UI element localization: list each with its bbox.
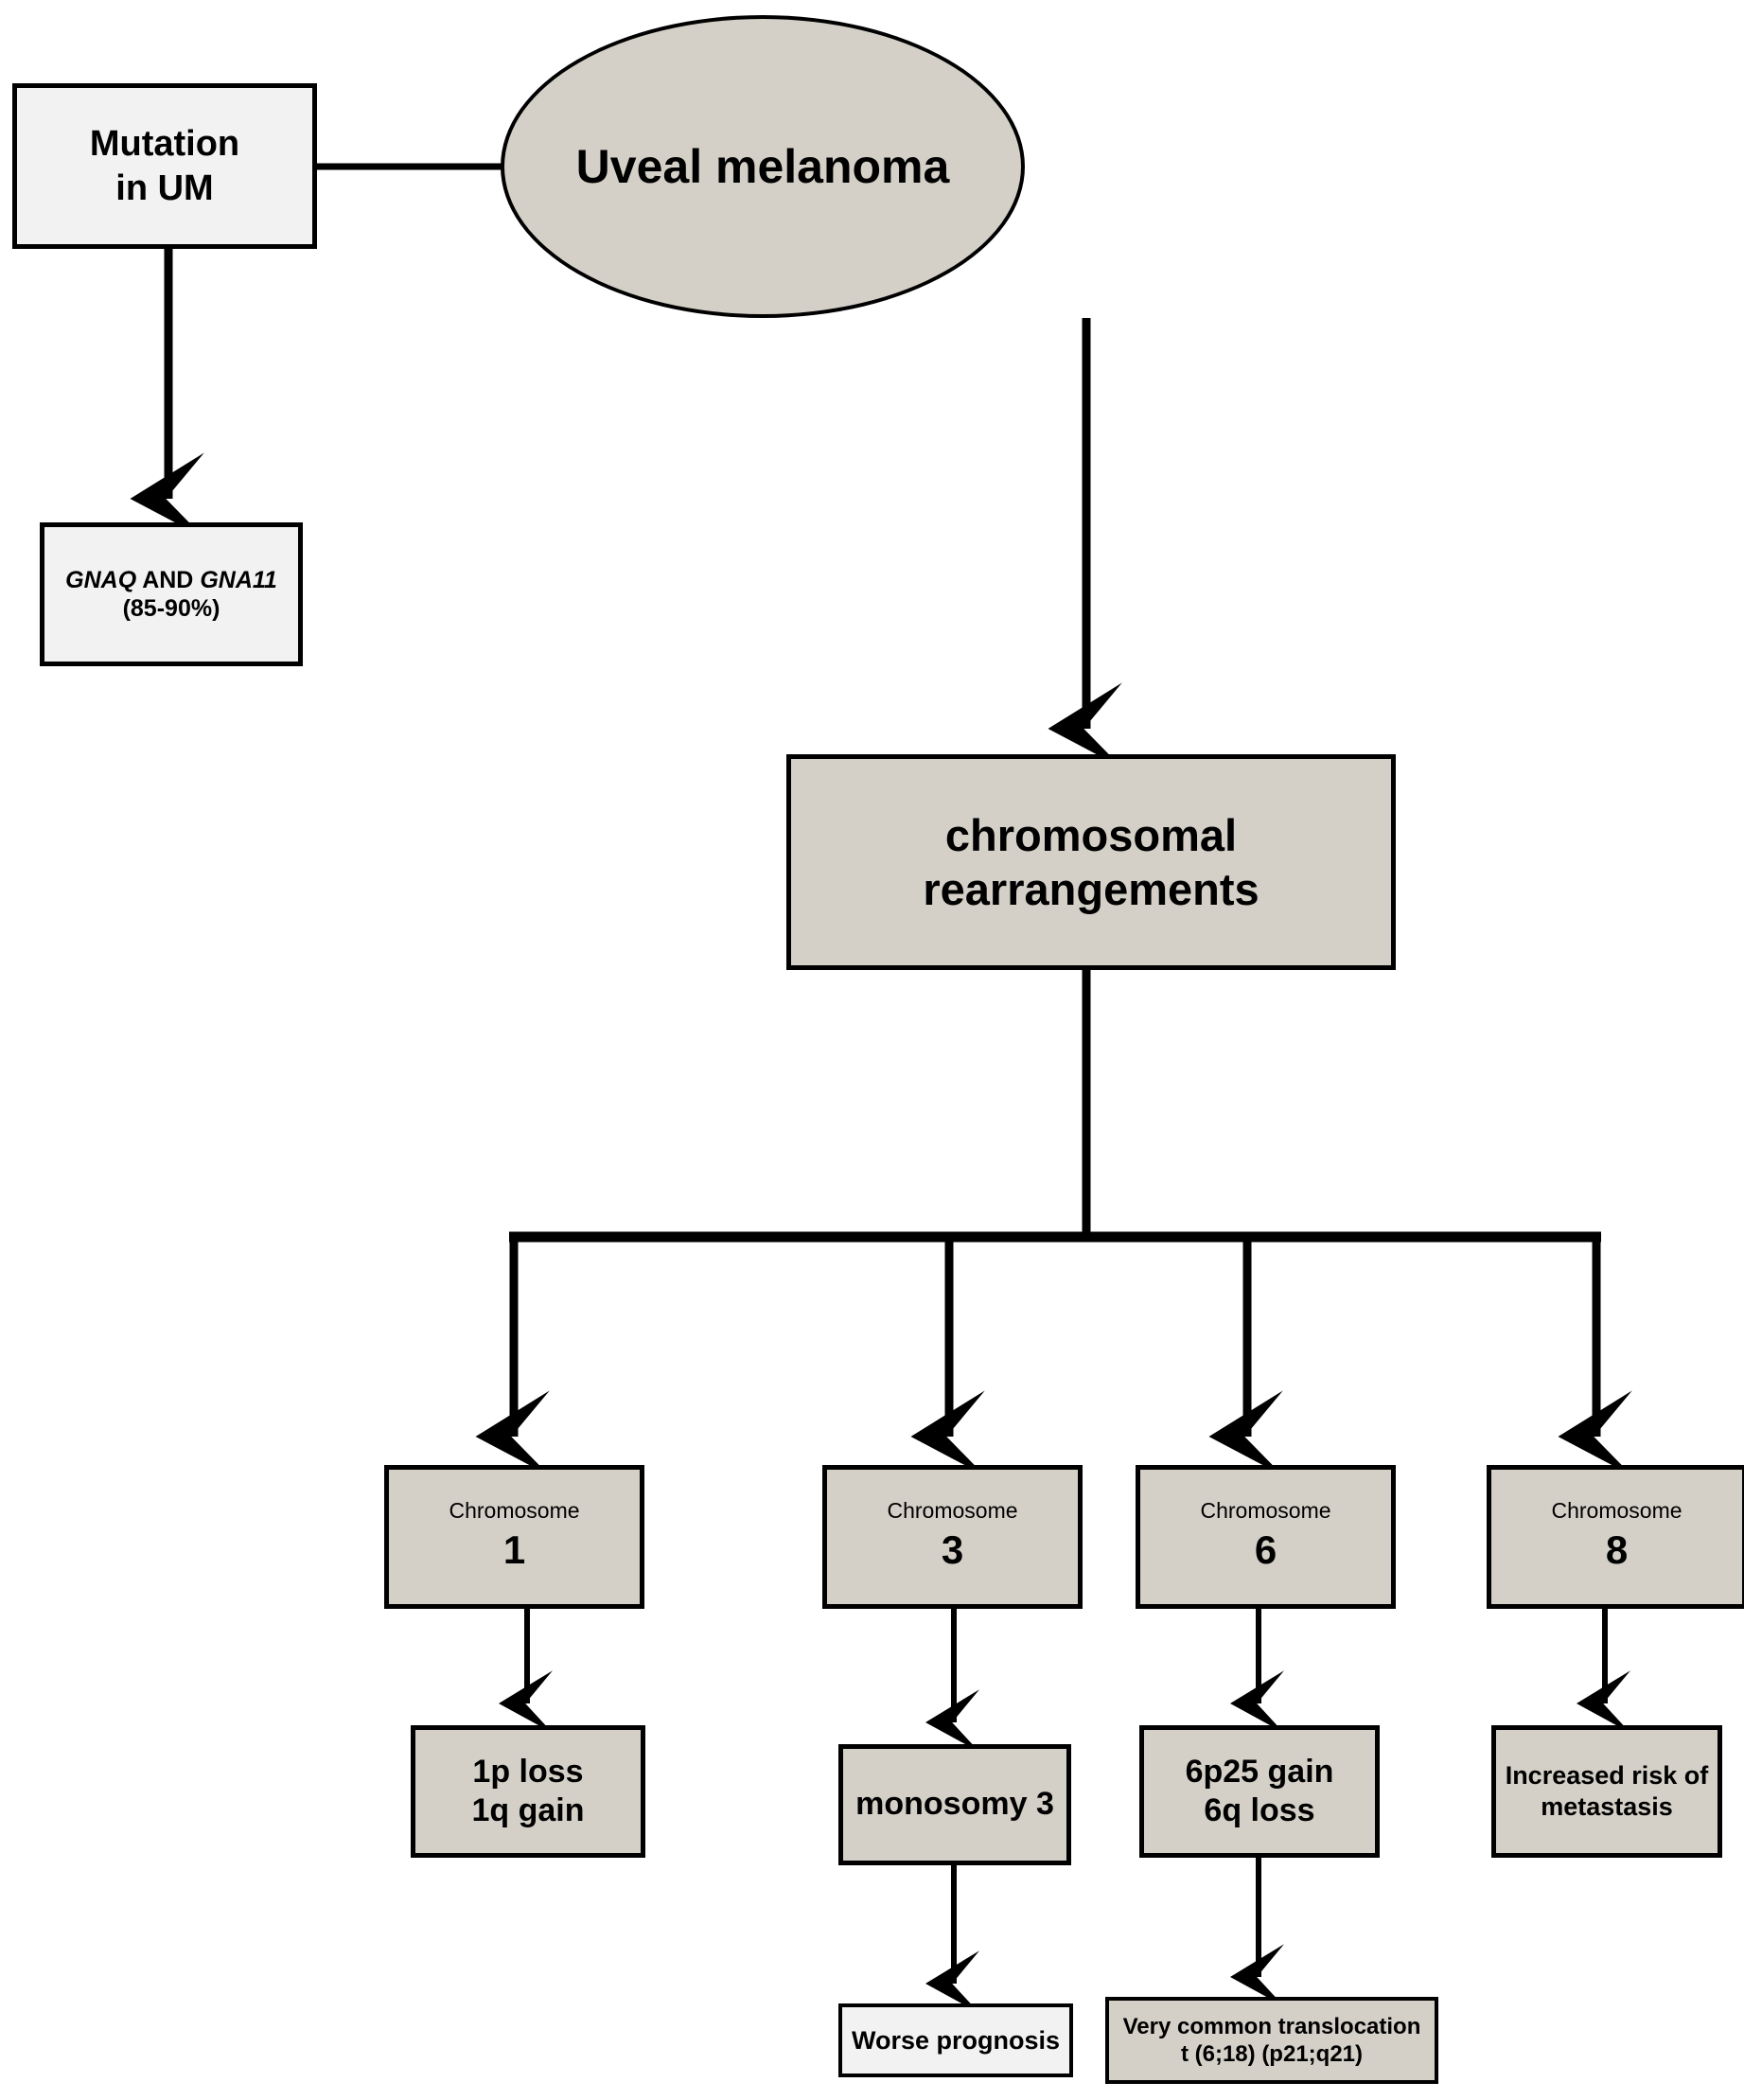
gnaq-percentage: (85-90%): [122, 595, 220, 622]
gnaq-conjunction: AND: [136, 566, 201, 593]
node-6p25-gain-6q-loss[interactable]: 6p25 gain 6q loss: [1139, 1725, 1380, 1858]
rearrangements-line-2: rearrangements: [923, 864, 1260, 914]
node-mutation-in-um[interactable]: Mutation in UM: [12, 83, 317, 249]
leaf-1-line-2: 1q gain: [471, 1792, 585, 1828]
gene-gnaq: GNAQ: [65, 566, 137, 593]
node-chromosome-1[interactable]: Chromosome 1: [384, 1465, 644, 1609]
leaf-1-line-1: 1p loss: [472, 1753, 584, 1790]
translocation-line-2: t (6;18) (p21;q21): [1180, 2041, 1364, 2067]
translocation-line-1: Very common translocation: [1122, 2013, 1421, 2039]
chromosome-3-label: Chromosome: [887, 1498, 1018, 1524]
node-very-common-translocation[interactable]: Very common translocation t (6;18) (p21;…: [1105, 1997, 1438, 2084]
leaf-3-line-1: monosomy 3: [855, 1786, 1054, 1823]
chromosome-1-number: 1: [502, 1527, 526, 1573]
uveal-melanoma-label: Uveal melanoma: [575, 139, 950, 193]
leaf-6-line-1: 6p25 gain: [1185, 1753, 1334, 1790]
node-chromosome-6[interactable]: Chromosome 6: [1136, 1465, 1396, 1609]
leaf-6-line-2: 6q loss: [1204, 1792, 1315, 1828]
chromosome-6-label: Chromosome: [1200, 1498, 1331, 1524]
node-increased-risk-of-metastasis[interactable]: Increased risk of metastasis: [1491, 1725, 1722, 1858]
chromosome-6-number: 6: [1254, 1527, 1277, 1573]
leaf-8-line-2: metastasis: [1541, 1792, 1673, 1821]
node-1p-loss-1q-gain[interactable]: 1p loss 1q gain: [411, 1725, 645, 1858]
chromosome-3-number: 3: [941, 1527, 964, 1573]
node-chromosomal-rearrangements[interactable]: chromosomal rearrangements: [786, 754, 1396, 970]
chromosome-1-label: Chromosome: [449, 1498, 580, 1524]
leaf-8-line-1: Increased risk of: [1505, 1761, 1709, 1791]
mutation-line-2: in UM: [115, 168, 214, 208]
rearrangements-line-1: chromosomal: [944, 809, 1238, 860]
node-chromosome-3[interactable]: Chromosome 3: [822, 1465, 1083, 1609]
gene-gna11: GNA11: [200, 566, 277, 593]
node-chromosome-8[interactable]: Chromosome 8: [1487, 1465, 1744, 1609]
mutation-line-1: Mutation: [89, 124, 240, 165]
chromosome-8-label: Chromosome: [1551, 1498, 1682, 1524]
chromosome-8-number: 8: [1605, 1527, 1629, 1573]
node-uveal-melanoma[interactable]: Uveal melanoma: [501, 15, 1025, 318]
node-gnaq-gna11[interactable]: GNAQ AND GNA11 (85-90%): [40, 522, 303, 666]
node-monosomy-3[interactable]: monosomy 3: [838, 1744, 1071, 1865]
node-worse-prognosis[interactable]: Worse prognosis: [838, 2003, 1073, 2077]
worse-prognosis-label: Worse prognosis: [851, 2025, 1061, 2055]
